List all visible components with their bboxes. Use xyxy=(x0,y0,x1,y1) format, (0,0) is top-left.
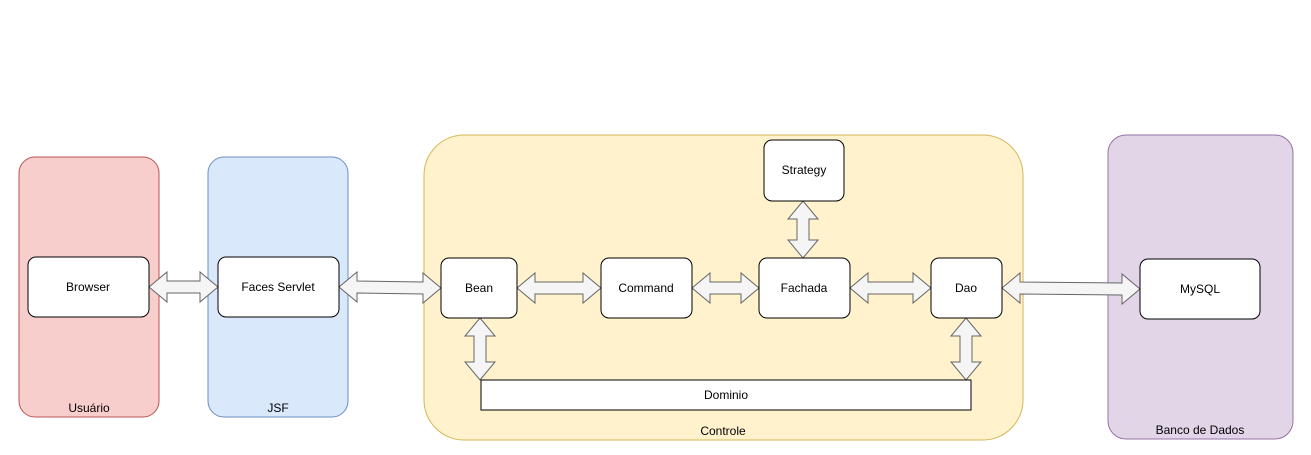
node-browser-label: Browser xyxy=(66,280,110,294)
container-controle-label: Controle xyxy=(700,424,746,438)
container-usuario-label: Usuário xyxy=(68,401,110,415)
node-faces-servlet: Faces Servlet xyxy=(217,256,340,318)
node-fachada-label: Fachada xyxy=(781,281,828,295)
node-mysql: MySQL xyxy=(1139,258,1261,320)
node-fachada: Fachada xyxy=(758,257,851,319)
container-jsf-label: JSF xyxy=(267,401,288,415)
node-mysql-label: MySQL xyxy=(1180,282,1220,296)
node-strategy: Strategy xyxy=(763,139,845,202)
node-dominio: Dominio xyxy=(480,379,972,411)
node-command: Command xyxy=(600,257,693,319)
node-command-label: Command xyxy=(618,281,673,295)
node-dominio-label: Dominio xyxy=(704,388,748,402)
node-browser: Browser xyxy=(27,256,150,318)
node-bean: Bean xyxy=(440,257,518,319)
node-faces-servlet-label: Faces Servlet xyxy=(241,280,315,294)
container-banco-label: Banco de Dados xyxy=(1156,423,1245,437)
arrow-bean-dominio xyxy=(463,317,497,381)
node-bean-label: Bean xyxy=(465,281,493,295)
node-strategy-label: Strategy xyxy=(782,163,827,177)
arrow-faces-bean xyxy=(338,270,442,305)
node-dao-label: Dao xyxy=(955,281,977,295)
node-dao: Dao xyxy=(930,257,1003,319)
